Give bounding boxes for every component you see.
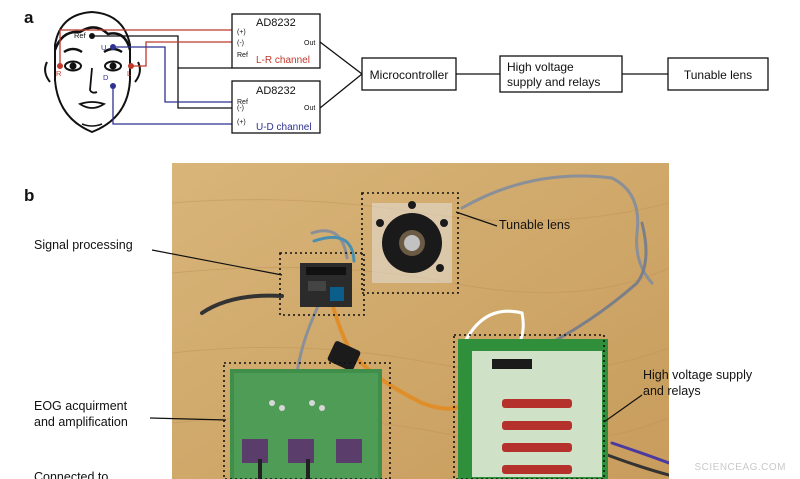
- chip-lr-out: Out: [304, 40, 315, 47]
- chip-ud-minus: (-): [237, 105, 244, 112]
- panel-a-letter: a: [24, 8, 34, 27]
- setup-photo: [172, 163, 669, 479]
- lens-box: [667, 57, 769, 91]
- lens-photo: [372, 201, 452, 283]
- arduino-photo: [300, 263, 352, 307]
- chip-ud-channel: U-D channel: [256, 122, 312, 133]
- chip-lr-title: AD8232: [256, 17, 296, 29]
- microcontroller-label: Microcontroller: [370, 68, 449, 82]
- chip-to-mcu-lines: [319, 41, 363, 109]
- hv-board-photo: [458, 339, 608, 479]
- chip-ud-out: Out: [304, 105, 315, 112]
- face-label-l: L: [127, 69, 131, 78]
- chip-lr-box: [231, 13, 321, 69]
- panel-b-letter: b: [24, 186, 35, 205]
- face-label-ref: Ref: [74, 31, 87, 40]
- chip-lr-plus: (+): [237, 29, 246, 36]
- label-eog-line2: and amplification: [34, 415, 128, 429]
- face-label-u: U: [101, 43, 106, 52]
- face-label-d: D: [103, 73, 109, 82]
- panel-a-diagram: Ref U D R L AD8232 (+) (-) Ref Out L-R c…: [44, 10, 769, 134]
- eog-dotted-box: [223, 362, 391, 479]
- wires: [59, 29, 232, 125]
- hv-box: [499, 55, 623, 93]
- chip-lr-channel: L-R channel: [256, 55, 310, 66]
- chip-lr-ref: Ref: [237, 52, 248, 59]
- chip-ud-box: [231, 80, 321, 134]
- label-hv-line2: and relays: [643, 384, 701, 398]
- tunable-lens-dotted-box: [361, 192, 459, 294]
- chip-lr-minus: (-): [237, 40, 244, 47]
- label-cut-off: Connected to ...: [34, 470, 123, 479]
- watermark: SCIENCEAG.COM: [694, 462, 786, 473]
- chip-ud-title: AD8232: [256, 85, 296, 97]
- chip-ud-plus: (+): [237, 119, 246, 126]
- label-tunable-lens: Tunable lens: [499, 218, 571, 232]
- hv-label-line2: supply and relays: [507, 75, 600, 89]
- label-signal-processing: Signal processing: [34, 238, 133, 252]
- hv-label-line1: High voltage: [507, 60, 574, 74]
- lens-label: Tunable lens: [684, 68, 752, 82]
- signal-processing-dotted-box: [279, 252, 365, 316]
- setup-photo-drawing: [172, 163, 669, 479]
- face-label-r: R: [56, 69, 62, 78]
- label-hv-line1: High voltage supply: [643, 368, 753, 382]
- label-eog-line1: EOG acquirment: [34, 399, 128, 413]
- chip-ud-ref: Ref: [237, 99, 248, 106]
- eog-board-photo: [230, 369, 382, 479]
